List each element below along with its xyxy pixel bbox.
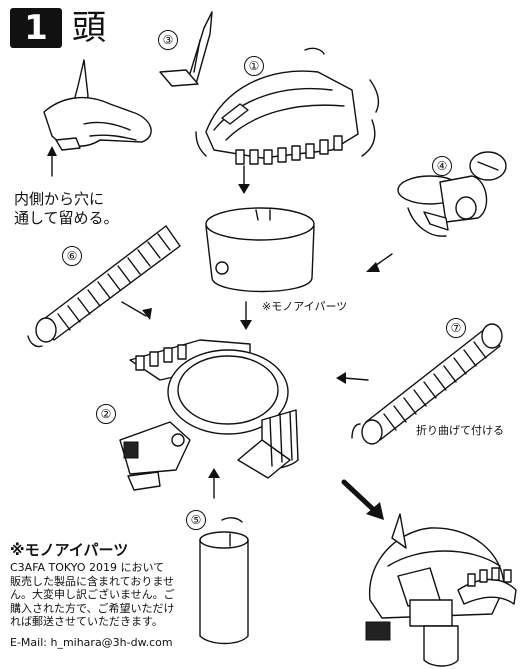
part-number-7: ⑦	[446, 318, 466, 338]
mono-eye-notice: ※モノアイパーツ C3AFA TOKYO 2019 において 販売した製品に含ま…	[10, 541, 185, 650]
notice-line: 販売した製品に含まれておりませ	[10, 575, 185, 589]
part-number-3: ③	[158, 30, 178, 50]
notice-line: C3AFA TOKYO 2019 において	[10, 561, 185, 575]
mono-eye-part-label: ※モノアイパーツ	[262, 300, 347, 314]
completed-head	[366, 514, 516, 666]
insert-instruction-line-1: 内側から穴に	[14, 190, 119, 209]
part-5-cylinder	[200, 518, 248, 644]
contact-email: E-Mail: h_mihara@3h-dw.com	[10, 636, 185, 650]
notice-title: ※モノアイパーツ	[10, 541, 185, 559]
part-number-1: ①	[244, 56, 264, 76]
part-number-6: ⑥	[62, 246, 82, 266]
insert-instruction-line-2: 通して留める。	[14, 209, 119, 228]
notice-line: れば郵送させていただきます。	[10, 615, 185, 629]
part-number-5: ⑤	[186, 510, 206, 530]
part-6-coil-tube	[28, 226, 180, 347]
head-ring	[206, 208, 314, 292]
notice-body: C3AFA TOKYO 2019 において 販売した製品に含まれておりませ ん。…	[10, 561, 185, 629]
hand-illustration	[44, 60, 151, 176]
part-4-mono-eye	[398, 152, 506, 236]
part-1-head-top	[196, 48, 378, 164]
notice-line: 購入された方で、ご希望いただけ	[10, 602, 185, 616]
part-number-2: ②	[96, 404, 116, 424]
part-2-head-base	[120, 340, 298, 490]
fold-and-attach-label: 折り曲げて付ける	[416, 424, 504, 438]
insert-instruction: 内側から穴に 通して留める。	[14, 190, 119, 228]
notice-line: ん。大変申し訳ございません。ご	[10, 588, 185, 602]
part-number-4: ④	[432, 156, 452, 176]
